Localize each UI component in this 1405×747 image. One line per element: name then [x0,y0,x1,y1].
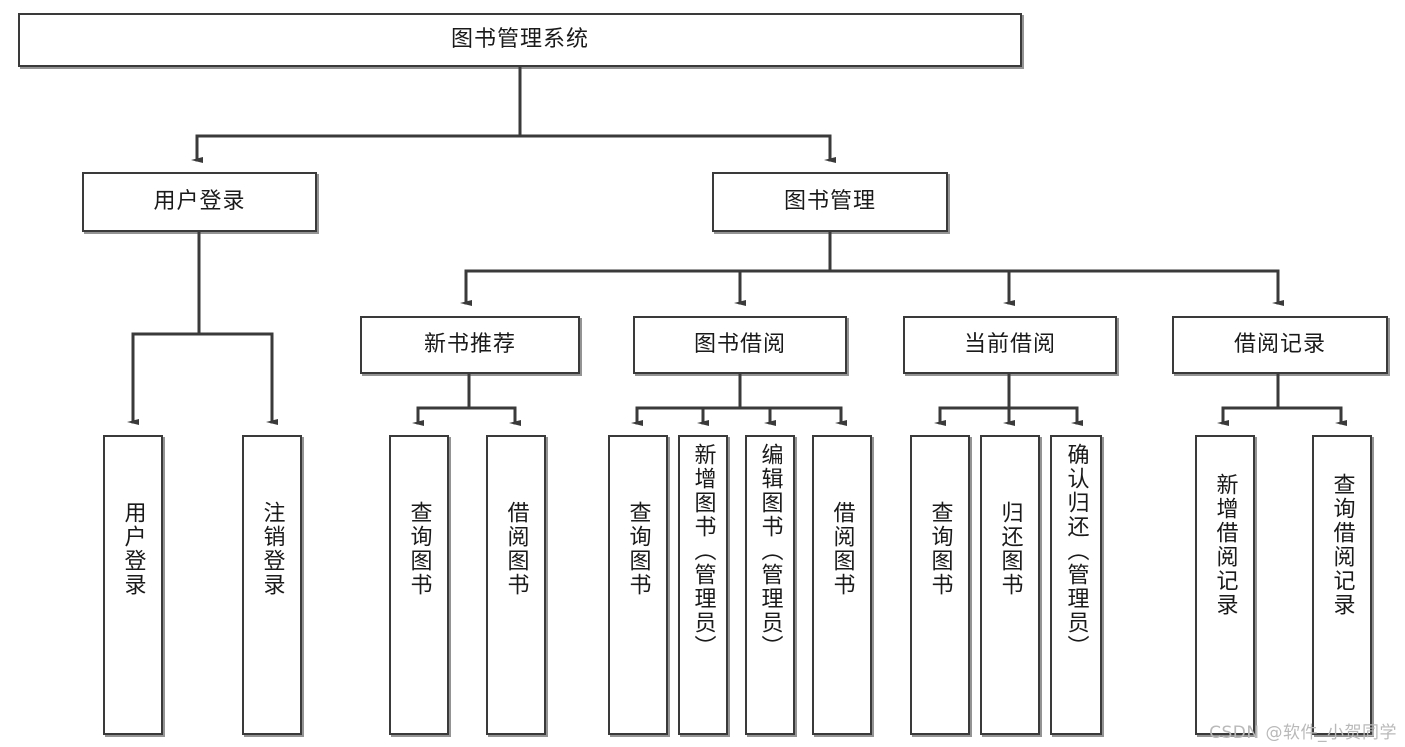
node-leaf-query-borrow-record[interactable]: 查询借阅记录 [1312,435,1372,735]
node-label: 借阅图书 [829,501,855,597]
node-label: 图书管理系统 [450,27,589,53]
node-book-management[interactable]: 图书管理 [712,172,948,232]
node-label: 当前借阅 [963,332,1056,358]
node-leaf-logout[interactable]: 注销登录 [242,435,302,735]
node-label: 图书借阅 [693,332,786,358]
node-book-borrow[interactable]: 图书借阅 [633,316,847,374]
node-label: 新增图书（管理员） [690,443,716,659]
watermark: CSDN @软件_小贺同学 [1209,723,1397,743]
node-label: 查询图书 [625,501,651,597]
node-label: 归还图书 [997,501,1023,597]
node-label: 查询图书 [927,501,953,597]
node-leaf-confirm-return-admin[interactable]: 确认归还（管理员） [1050,435,1102,735]
node-label: 查询图书 [406,501,432,597]
node-label: 用户登录 [120,501,146,597]
node-leaf-edit-book-admin[interactable]: 编辑图书（管理员） [745,435,795,735]
node-leaf-add-borrow-record[interactable]: 新增借阅记录 [1195,435,1255,735]
node-leaf-query-book-current[interactable]: 查询图书 [910,435,970,735]
node-new-book-recommend[interactable]: 新书推荐 [360,316,580,374]
node-label: 新增借阅记录 [1212,473,1238,617]
node-current-borrow[interactable]: 当前借阅 [903,316,1117,374]
node-leaf-borrow-book-recommend[interactable]: 借阅图书 [486,435,546,735]
node-label: 借阅记录 [1233,332,1326,358]
node-root-system[interactable]: 图书管理系统 [18,13,1022,67]
node-leaf-query-book-borrow[interactable]: 查询图书 [608,435,668,735]
node-label: 借阅图书 [503,501,529,597]
node-label: 注销登录 [259,501,285,597]
node-borrow-record[interactable]: 借阅记录 [1172,316,1388,374]
node-label: 查询借阅记录 [1329,473,1355,617]
node-label: 用户登录 [153,189,246,215]
node-leaf-return-book[interactable]: 归还图书 [980,435,1040,735]
node-leaf-user-login[interactable]: 用户登录 [103,435,163,735]
node-leaf-query-book-recommend[interactable]: 查询图书 [389,435,449,735]
node-label: 编辑图书（管理员） [757,443,783,659]
node-label: 确认归还（管理员） [1063,443,1089,659]
node-user-login[interactable]: 用户登录 [82,172,317,232]
node-leaf-borrow-book[interactable]: 借阅图书 [812,435,872,735]
node-label: 新书推荐 [423,332,516,358]
node-label: 图书管理 [783,189,876,215]
node-leaf-add-book-admin[interactable]: 新增图书（管理员） [678,435,728,735]
